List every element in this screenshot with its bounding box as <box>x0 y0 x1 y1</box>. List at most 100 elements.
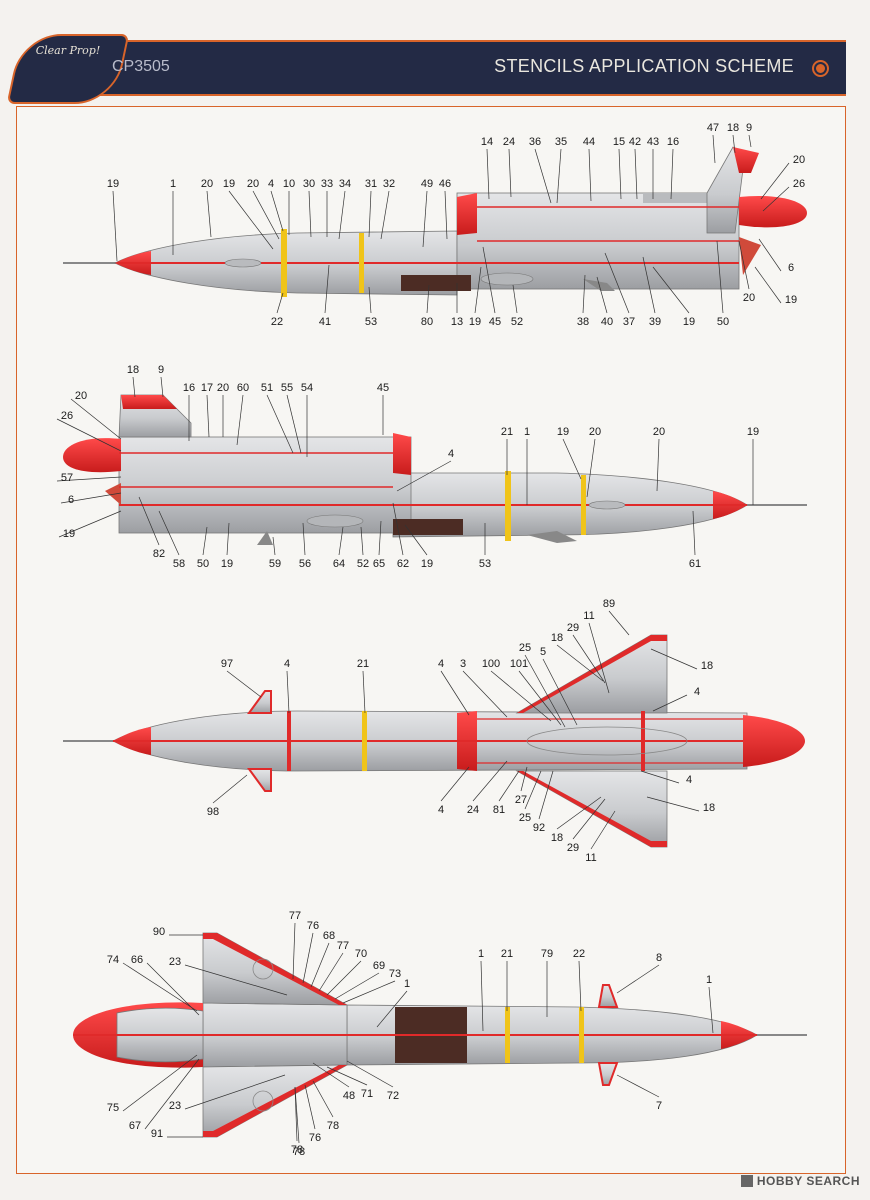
callout-label: 14 <box>481 136 493 148</box>
callout-leader-line <box>762 186 790 212</box>
callout-label: 50 <box>197 558 209 570</box>
callout-leader-line <box>312 1080 334 1118</box>
callout-leader-line <box>512 284 518 314</box>
callout-leader-line <box>146 962 200 1016</box>
callout-label: 89 <box>603 598 615 610</box>
callout-leader-line <box>588 148 592 202</box>
callout-leader-line <box>122 962 198 1012</box>
callout-leader-line <box>472 760 508 802</box>
callout-label: 26 <box>61 410 73 422</box>
callout-label: 25 <box>519 812 531 824</box>
callout-label: 72 <box>387 1090 399 1102</box>
header-bar <box>96 40 846 96</box>
callout-label: 10 <box>283 178 295 190</box>
callout-leader-line <box>60 492 122 504</box>
callout-label: 21 <box>357 658 369 670</box>
callout-label: 16 <box>667 136 679 148</box>
callout-label: 32 <box>383 178 395 190</box>
callout-leader-line <box>276 292 284 314</box>
callout-label: 22 <box>573 948 585 960</box>
callout-leader-line <box>272 536 276 556</box>
callout-label: 23 <box>169 1100 181 1112</box>
callout-leader-line <box>556 148 562 204</box>
callout-leader-line <box>440 766 470 802</box>
callout-label: 20 <box>247 178 259 190</box>
callout-leader-line <box>58 510 122 538</box>
callout-label: 66 <box>131 954 143 966</box>
callout-leader-line <box>616 964 660 994</box>
callout-label: 100 <box>482 658 500 670</box>
callout-label: 52 <box>357 558 369 570</box>
callout-leader-line <box>310 942 330 988</box>
callout-label: 19 <box>223 178 235 190</box>
callout-leader-line <box>346 1060 394 1088</box>
callout-leader-line <box>252 190 280 240</box>
callout-leader-line <box>618 148 622 200</box>
callout-label: 20 <box>217 382 229 394</box>
callout-label: 4 <box>448 448 454 460</box>
callout-leader-line <box>368 190 372 238</box>
callout-leader-line <box>404 524 428 556</box>
callout-leader-line <box>236 394 244 446</box>
callout-label: 35 <box>555 136 567 148</box>
callout-leader-line <box>122 1054 198 1112</box>
callout-leader-line <box>708 986 714 1034</box>
callout-leader-line <box>362 670 366 714</box>
watermark: HOBBY SEARCH <box>740 1174 860 1188</box>
callout-leader-line <box>440 670 470 716</box>
callout-leader-line <box>758 238 782 272</box>
callout-leader-line <box>732 134 736 154</box>
callout-label: 11 <box>585 852 596 864</box>
callout-leader-line <box>640 770 680 784</box>
callout-leader-line <box>302 932 314 984</box>
callout-leader-line <box>716 240 724 314</box>
callout-leader-line <box>590 810 616 850</box>
callout-leader-line <box>212 774 248 804</box>
callout-leader-line <box>286 394 302 454</box>
callout-label: 6 <box>788 262 794 274</box>
callout-label: 18 <box>551 832 563 844</box>
callout-label: 75 <box>107 1102 119 1114</box>
callout-label: 4 <box>686 774 692 786</box>
side-view-left <box>63 146 807 297</box>
callout-label: 73 <box>389 968 401 980</box>
callout-leader-line <box>334 972 380 1000</box>
callout-label: 21 <box>501 948 513 960</box>
callout-label: 19 <box>469 316 481 328</box>
callout-label: 8 <box>656 952 662 964</box>
callout-leader-line <box>538 770 554 820</box>
callout-label: 62 <box>397 558 409 570</box>
callout-label: 53 <box>365 316 377 328</box>
callout-label: 24 <box>503 136 515 148</box>
callout-leader-line <box>226 670 262 698</box>
callout-leader-line <box>338 526 344 556</box>
callout-label: 43 <box>647 136 659 148</box>
callout-leader-line <box>652 694 688 712</box>
callout-leader-line <box>308 190 312 238</box>
callout-leader-line <box>392 502 404 556</box>
callout-label: 15 <box>613 136 625 148</box>
callout-leader-line <box>56 418 122 452</box>
watermark-text: HOBBY SEARCH <box>756 1174 860 1188</box>
callout-leader-line <box>426 284 430 314</box>
callout-label: 92 <box>533 822 545 834</box>
callout-label: 50 <box>717 316 729 328</box>
callout-label: 19 <box>683 316 695 328</box>
callout-leader-line <box>480 960 484 1032</box>
callout-leader-line <box>508 148 512 198</box>
callout-leader-line <box>650 648 698 670</box>
callout-label: 19 <box>221 558 233 570</box>
callout-leader-line <box>462 670 508 718</box>
callout-label: 64 <box>333 558 345 570</box>
callout-leader-line <box>318 952 344 992</box>
callout-label: 29 <box>567 622 579 634</box>
callout-label: 49 <box>421 178 433 190</box>
callout-label: 18 <box>727 122 739 134</box>
callout-label: 91 <box>151 1128 163 1140</box>
callout-leader-line <box>144 1058 200 1130</box>
callout-label: 4 <box>268 178 274 190</box>
callout-leader-line <box>368 286 372 314</box>
